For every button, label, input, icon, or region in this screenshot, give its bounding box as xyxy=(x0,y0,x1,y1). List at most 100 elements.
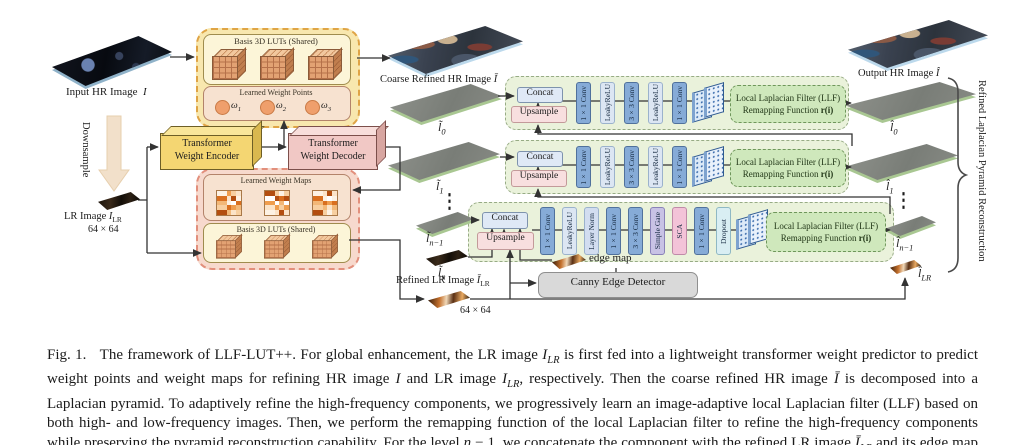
weight-map-cell xyxy=(231,191,237,196)
weight-map-cell xyxy=(217,205,222,211)
weight-map-cell xyxy=(279,200,285,206)
hat-l1-label: l̂1 xyxy=(886,179,894,196)
activation-block: LeakyReLU xyxy=(600,82,615,124)
llf-line2: Remapping Function r(i) xyxy=(780,233,872,243)
upsample-box: Upsample xyxy=(511,170,567,187)
input-hr-label: Input HR Image I xyxy=(66,86,147,98)
pyramid-dots: ⋮ xyxy=(442,191,457,213)
weight-map-cell xyxy=(236,200,241,206)
lut-cube-icon xyxy=(264,233,291,259)
weight-map-cell xyxy=(313,191,318,196)
weight-points-title: Learned Weight Points xyxy=(239,87,313,97)
tilde-l1-label: l̃1 xyxy=(436,179,444,196)
weight-map-cell xyxy=(322,200,328,206)
weight-map-cell xyxy=(284,210,289,215)
weight-map-cell xyxy=(284,200,289,206)
weight-map-cell xyxy=(221,205,227,211)
weight-map-cell xyxy=(317,195,323,201)
lr-size-label: 64 × 64 xyxy=(88,224,119,235)
weight-map-cell xyxy=(274,205,280,211)
simple-gate-block: Simple Gate xyxy=(650,207,665,255)
weight-map-cell xyxy=(332,195,337,201)
weight-map-cell xyxy=(322,205,328,211)
basis-luts-top-title: Basis 3D LUTs (Shared) xyxy=(234,36,318,46)
hat-lr-thumb xyxy=(890,260,921,274)
weight-map-cell xyxy=(217,200,222,206)
llf-line1: Local Laplacian Filter (LLF) xyxy=(735,156,841,167)
weight-map-cell xyxy=(284,195,289,201)
weight-label: ω2 xyxy=(276,101,287,113)
pyramid-level-hat-n-1 xyxy=(886,216,936,239)
weight-map-cell xyxy=(317,210,323,215)
conv-block: 3×3 Conv xyxy=(628,207,643,255)
output-hr-photo xyxy=(848,20,988,71)
downsample-label: Downsample xyxy=(80,122,91,178)
feature-maps-icon xyxy=(692,82,724,123)
lr-image-thumb xyxy=(98,192,140,210)
weight-map-cell xyxy=(226,195,232,201)
weight-map-cell xyxy=(317,205,323,211)
weight-map-cell xyxy=(313,205,318,211)
weight-map-cell xyxy=(269,200,275,206)
pyramid-level-hat-1 xyxy=(846,144,958,183)
weight-map-cell xyxy=(265,191,270,196)
llf-line1: Local Laplacian Filter (LLF) xyxy=(773,220,879,231)
weight-map-cell xyxy=(226,200,232,206)
weight-map-cell xyxy=(231,195,237,201)
weight-point-icon xyxy=(260,100,275,115)
conv-block: 1×1 Conv xyxy=(694,207,709,255)
conv-block: 1×1 Conv xyxy=(672,82,687,124)
weight-map-cell xyxy=(327,195,333,201)
conv-block: 1×1 Conv xyxy=(576,146,591,188)
conv-block: 1×1 Conv xyxy=(576,82,591,124)
activation-block: LeakyReLU xyxy=(648,146,663,188)
llf-line2: Remapping Function r(i) xyxy=(742,169,834,179)
weight-label: ω3 xyxy=(321,101,332,113)
weight-map-cell xyxy=(226,191,232,196)
weight-map-cell xyxy=(217,210,222,215)
weight-map-cell xyxy=(221,195,227,201)
concat-box: Concat xyxy=(482,212,528,229)
weight-map-cell xyxy=(317,191,323,196)
hat-ln1-label: l̂n−1 xyxy=(896,236,914,253)
llf-box: Local Laplacian Filter (LLF) Remapping F… xyxy=(766,212,886,252)
weight-map-cell xyxy=(327,200,333,206)
coarse-refined-photo xyxy=(388,26,523,77)
weight-map-cell xyxy=(327,205,333,211)
pyramid-level-tilde-0 xyxy=(390,84,502,125)
weight-map-cell xyxy=(265,195,270,201)
weight-map-cell xyxy=(221,200,227,206)
pyramid-level-tilde-n-thumb xyxy=(426,250,468,266)
figure-caption: Fig. 1. The framework of LLF-LUT++. For … xyxy=(47,347,979,445)
weight-map-cell xyxy=(269,191,275,196)
weight-map-cell xyxy=(322,195,328,201)
weight-map-cell xyxy=(279,210,285,215)
lut-cube-icon xyxy=(216,233,243,259)
lut-cube-icon xyxy=(308,47,343,80)
llf-box: Local Laplacian Filter (LLF) Remapping F… xyxy=(730,85,846,123)
weight-map-cell xyxy=(332,205,337,211)
weight-map-icon xyxy=(264,190,290,216)
refined-lr-label: Refined LR Image ĪLR xyxy=(396,275,490,289)
lut-cube-icon xyxy=(312,233,339,259)
weight-map-cell xyxy=(269,205,275,211)
hat-l0-label: l̂0 xyxy=(890,120,898,137)
weight-point-icon xyxy=(305,100,320,115)
weight-point-icon xyxy=(215,100,230,115)
weight-map-cell xyxy=(279,195,285,201)
weight-map-cell xyxy=(265,210,270,215)
upsample-box: Upsample xyxy=(511,106,567,123)
weight-map-cell xyxy=(313,195,318,201)
activation-block: LeakyReLU xyxy=(600,146,615,188)
pyramid-level-hat-0 xyxy=(846,82,976,123)
coarse-refined-label: Coarse Refined HR Image Ī xyxy=(380,74,498,85)
pyramid-dots: ⋮ xyxy=(896,190,911,212)
conv-block: 3×3 Conv xyxy=(624,82,639,124)
weight-map-cell xyxy=(322,191,328,196)
weight-map-cell xyxy=(236,210,241,215)
weight-map-cell xyxy=(274,200,280,206)
llf-box: Local Laplacian Filter (LLF) Remapping F… xyxy=(730,149,846,187)
